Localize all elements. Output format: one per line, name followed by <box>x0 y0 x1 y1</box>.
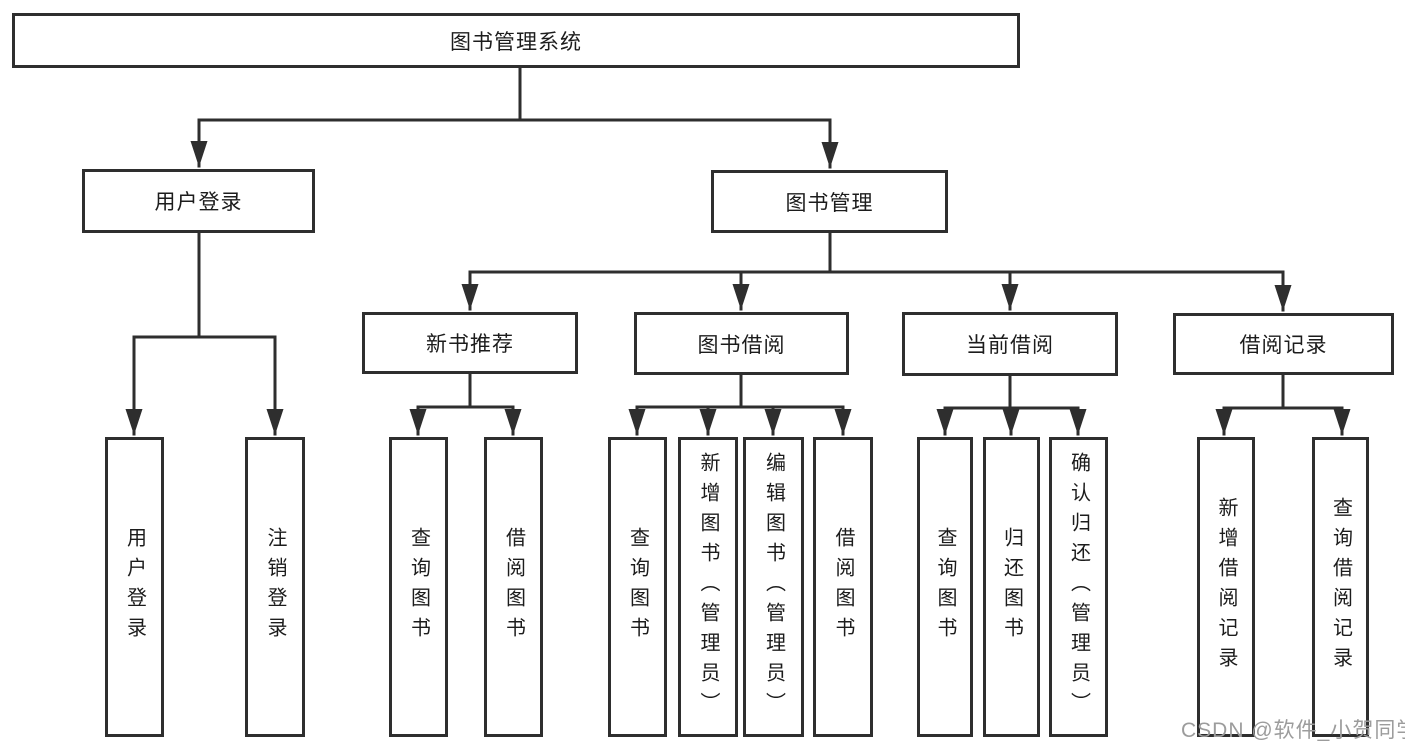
node-leaf-nb-borrow-books: 借阅图书 <box>484 437 543 737</box>
node-borrow-records: 借阅记录 <box>1173 313 1394 375</box>
node-leaf-nb-query-books: 查询图书 <box>389 437 448 737</box>
node-label: 查询图书 <box>407 527 430 647</box>
node-label: 图书借阅 <box>697 333 786 357</box>
node-book-management: 图书管理 <box>711 170 948 233</box>
node-label: 注销登录 <box>264 527 286 647</box>
node-leaf-user-login: 用户登录 <box>105 437 164 737</box>
node-label: 图书管理 <box>785 191 874 215</box>
node-leaf-rec-add-record: 新增借阅记录 <box>1197 437 1255 737</box>
node-label: 确认归还（管理员） <box>1067 452 1090 722</box>
node-label: 新增借阅记录 <box>1215 497 1237 677</box>
node-leaf-bb-query-books: 查询图书 <box>608 437 667 737</box>
node-leaf-bb-add-books-admin: 新增图书（管理员） <box>678 437 738 737</box>
node-leaf-cb-query-books: 查询图书 <box>917 437 973 737</box>
connector-login-split <box>132 231 277 339</box>
connector-root-split <box>197 64 832 122</box>
node-user-login: 用户登录 <box>82 169 315 233</box>
connector-current-split <box>943 374 1080 410</box>
node-leaf-bb-edit-books-admin: 编辑图书（管理员） <box>743 437 804 737</box>
node-label: 借阅图书 <box>832 527 854 647</box>
node-label: 查询图书 <box>626 527 649 647</box>
node-leaf-bb-borrow-books: 借阅图书 <box>813 437 873 737</box>
node-book-borrowing: 图书借阅 <box>634 312 849 375</box>
node-label: 用户登录 <box>123 527 146 647</box>
node-leaf-cb-confirm-return-admin: 确认归还（管理员） <box>1049 437 1108 737</box>
node-label: 编辑图书（管理员） <box>762 452 785 722</box>
node-label: 归还图书 <box>1000 527 1023 647</box>
node-current-borrowing: 当前借阅 <box>902 312 1118 376</box>
node-label: 用户登录 <box>154 191 243 214</box>
csdn-watermark: CSDN @软件_小贺同学 <box>1181 719 1405 742</box>
node-new-book-recommend: 新书推荐 <box>362 312 578 374</box>
node-label: 当前借阅 <box>966 334 1054 357</box>
connector-borrow-split <box>635 373 845 409</box>
node-label: 借阅记录 <box>1239 334 1328 357</box>
node-label: 查询借阅记录 <box>1329 497 1352 677</box>
connector-mgmt-split <box>468 231 1285 274</box>
connector-records-split <box>1222 373 1344 410</box>
node-leaf-cb-return-books: 归还图书 <box>983 437 1040 737</box>
node-label: 图书管理系统 <box>450 30 582 54</box>
node-label: 新书推荐 <box>426 333 514 356</box>
node-label: 查询图书 <box>934 527 956 647</box>
node-label: 新增图书（管理员） <box>697 452 719 722</box>
node-label: 借阅图书 <box>502 527 525 647</box>
connector-newbooks-split <box>416 372 515 409</box>
node-leaf-logout: 注销登录 <box>245 437 305 737</box>
node-root-system: 图书管理系统 <box>12 13 1020 68</box>
node-leaf-rec-query-record: 查询借阅记录 <box>1312 437 1369 737</box>
